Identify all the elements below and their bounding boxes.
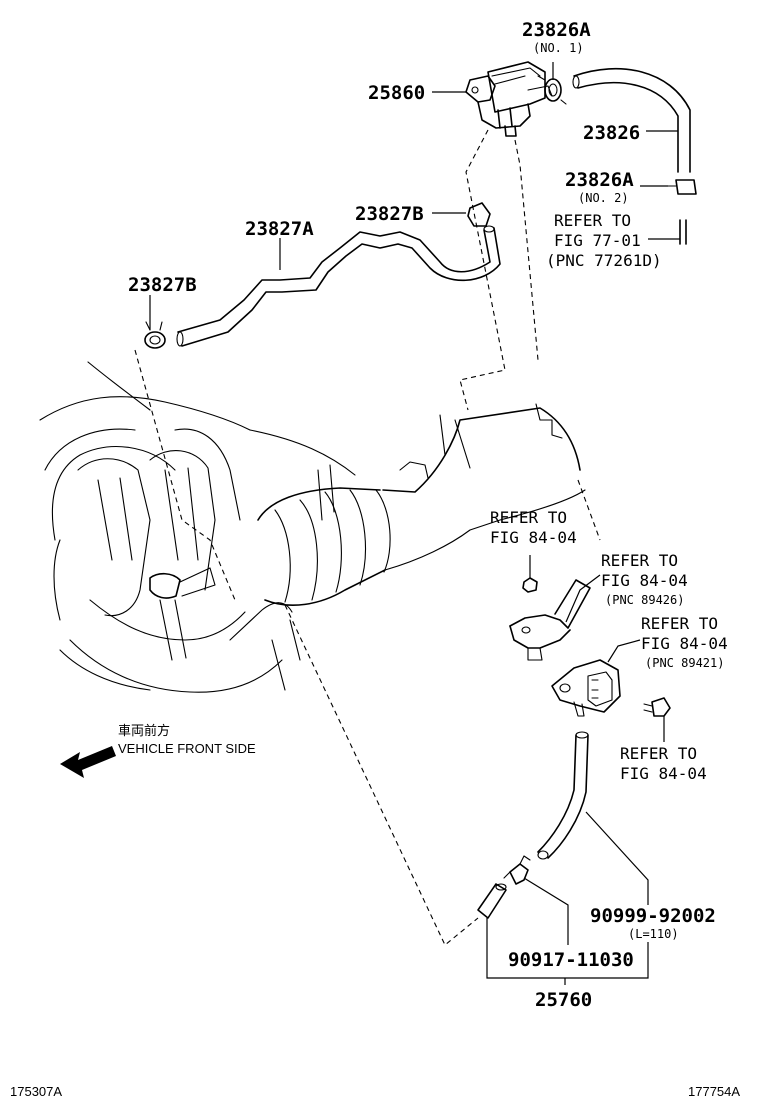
- footer-left-code: 175307A: [10, 1084, 62, 1099]
- ref-fig77-line2: FIG 77-01: [554, 231, 641, 250]
- label-25860: 25860: [368, 82, 425, 104]
- label-23827A: 23827A: [245, 218, 314, 240]
- vacuum-hose-23827A: [176, 225, 501, 347]
- bolt: [643, 697, 671, 717]
- vacuum-switching-valve-25860: [465, 61, 553, 137]
- ref-fig84-a-line1: REFER TO: [490, 508, 567, 527]
- hose-clamp-23827B-left: [144, 321, 166, 349]
- ref-fig84-d-line2: FIG 84-04: [620, 764, 707, 783]
- ref-fig84-c-line1: REFER TO: [641, 614, 718, 633]
- orientation-jp: 車両前方: [118, 723, 170, 738]
- label-23826A-no1: 23826A: [522, 19, 591, 41]
- hose-clamp-23827B-top: [467, 202, 491, 227]
- ref-fig84-a-line2: FIG 84-04: [490, 528, 577, 547]
- label-23826A-no1-note: (NO. 1): [533, 41, 584, 55]
- arrow-left-icon: [60, 746, 116, 778]
- pipe-fig77: [679, 219, 687, 245]
- pressure-sensor: [551, 659, 621, 717]
- ref-fig84-d-line1: REFER TO: [620, 744, 697, 763]
- ref-fig84-c-line3: (PNC 89421): [645, 656, 724, 670]
- ref-fig84-b-line1: REFER TO: [601, 551, 678, 570]
- label-23827B-left: 23827B: [128, 274, 197, 296]
- label-23826A-no2: 23826A: [565, 169, 634, 191]
- engine-intake-manifold: [39, 361, 586, 693]
- nut: [522, 577, 538, 593]
- ref-fig77-line1: REFER TO: [554, 211, 631, 230]
- label-23826: 23826: [583, 122, 640, 144]
- vacuum-hose-23826: [572, 67, 691, 173]
- label-23826A-no2-note: (NO. 2): [578, 191, 629, 205]
- vacuum-hose-90999-92002: [537, 731, 589, 860]
- sensor-bracket: [509, 577, 591, 661]
- orientation-en: VEHICLE FRONT SIDE: [118, 741, 256, 756]
- label-23827B-top: 23827B: [355, 203, 424, 225]
- label-90999-92002: 90999-92002: [590, 905, 716, 927]
- footer-right-code: 177754A: [688, 1084, 740, 1099]
- leader-lines: [149, 62, 680, 985]
- ref-fig84-b-line3: (PNC 89426): [605, 593, 684, 607]
- ref-fig84-b-line2: FIG 84-04: [601, 571, 688, 590]
- label-90917-11030: 90917-11030: [508, 949, 634, 971]
- connector-90917-11030: [503, 855, 531, 885]
- ref-fig77-line3: (PNC 77261D): [546, 251, 662, 270]
- hose-clamp-23826A-no2: [667, 179, 697, 195]
- label-25760: 25760: [535, 989, 592, 1011]
- ref-fig84-c-line2: FIG 84-04: [641, 634, 728, 653]
- hose-25760-short: [477, 883, 507, 919]
- label-90999-92002-note: (L=110): [628, 927, 679, 941]
- connection-lines: [134, 129, 601, 946]
